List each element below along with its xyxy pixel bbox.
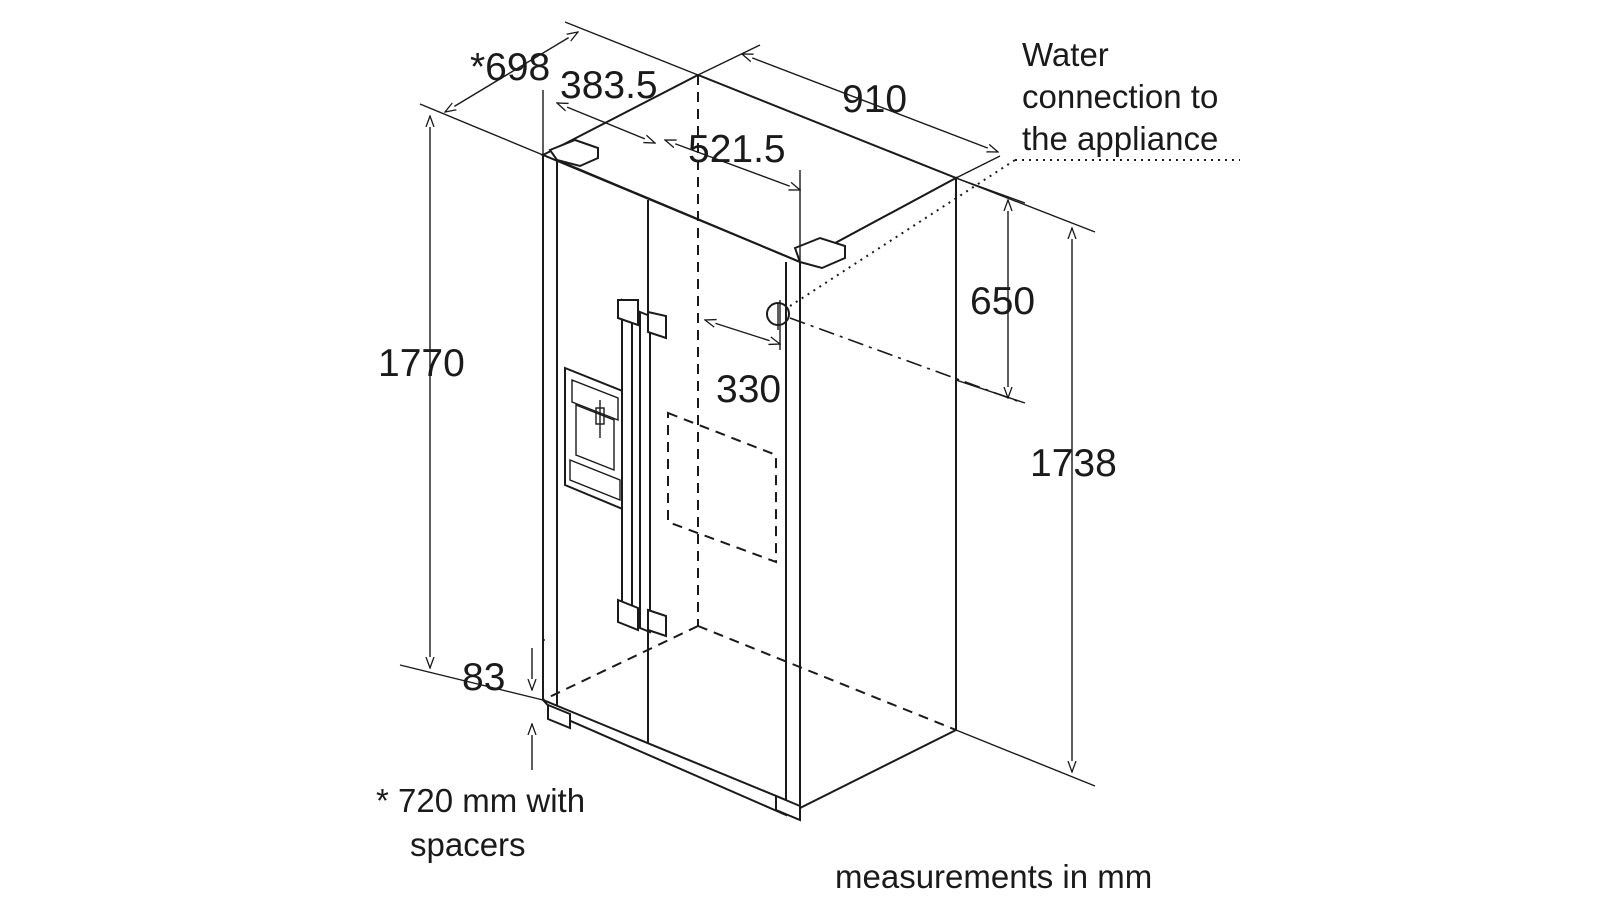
water-connection-label-line3: the appliance bbox=[1022, 120, 1218, 157]
refrigerator-body bbox=[540, 73, 959, 822]
door-handles bbox=[617, 298, 667, 638]
spacers-note-line2: spacers bbox=[410, 826, 526, 863]
dim-698: *698 bbox=[470, 46, 550, 89]
offset-521-line bbox=[665, 140, 800, 190]
dim-383-5: 383.5 bbox=[560, 64, 658, 107]
offset-330-line bbox=[705, 320, 780, 344]
water-connection-label-line1: Water bbox=[1022, 36, 1109, 73]
dim-521-5: 521.5 bbox=[688, 128, 786, 171]
units-note: measurements in mm bbox=[835, 858, 1152, 895]
dim-650: 650 bbox=[970, 280, 1035, 323]
offset-383-line bbox=[557, 103, 655, 143]
spacers-note-line1: * 720 mm with bbox=[376, 782, 585, 819]
dim-83: 83 bbox=[462, 656, 505, 699]
annotations: Water connection to the appliance * 720 … bbox=[376, 36, 1218, 895]
extension-lines bbox=[399, 21, 1096, 787]
water-connection-label-line2: connection to bbox=[1022, 78, 1218, 115]
dimension-lines bbox=[430, 32, 1072, 772]
depth-698-line bbox=[445, 32, 578, 112]
width-910-line bbox=[742, 54, 998, 152]
dim-910: 910 bbox=[842, 78, 907, 121]
dim-1770: 1770 bbox=[378, 342, 465, 385]
dim-330: 330 bbox=[716, 368, 781, 411]
rear-panel-outline bbox=[667, 411, 777, 564]
side-face bbox=[799, 176, 957, 810]
water-dispenser bbox=[564, 366, 626, 512]
dimension-labels: *698 383.5 910 521.5 650 330 1770 1738 8… bbox=[378, 46, 1117, 699]
dim-1738: 1738 bbox=[1030, 442, 1117, 485]
